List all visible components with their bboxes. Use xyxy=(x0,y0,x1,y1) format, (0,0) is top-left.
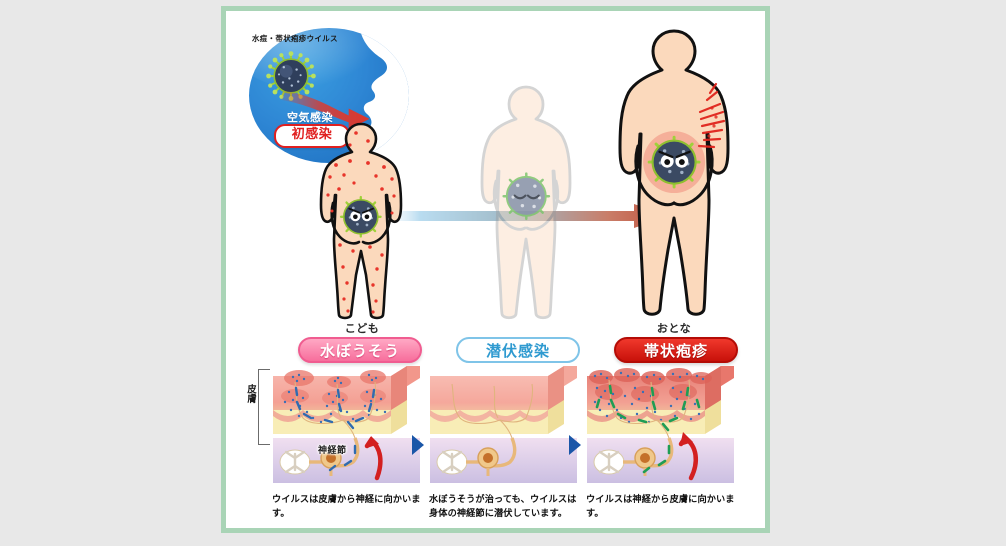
shingles-rash-dots xyxy=(707,106,718,138)
state-badge-latent: 潜伏感染 xyxy=(456,337,580,363)
virus-icon xyxy=(339,195,382,238)
spinal-cord-icon xyxy=(436,449,468,475)
skin-bracket xyxy=(258,369,270,445)
caption-panel-2: 水ぼうそうが治っても、ウイルスは身体の神経節に潜伏しています。 xyxy=(429,494,577,519)
arrow-right-icon xyxy=(281,91,370,130)
adult-name-label: おとな xyxy=(656,322,692,335)
triangle-right-icon-2 xyxy=(569,435,581,455)
state-badge-shingles: 帯状疱疹 xyxy=(614,337,738,363)
person-child xyxy=(319,122,403,320)
caption-panel-3: ウイルスは神経から皮膚に向かいます。 xyxy=(586,494,735,519)
virus-icon xyxy=(502,172,551,221)
person-latent xyxy=(480,85,572,320)
chickenpox-rash xyxy=(326,131,396,314)
virus-dots xyxy=(283,373,387,424)
infographic-canvas: 水痘・帯状疱疹ウイルス 空気感染 初感染 xyxy=(226,11,765,528)
person-adult xyxy=(618,29,730,316)
skin-panel-1 xyxy=(273,366,420,483)
ganglion-icon xyxy=(634,447,656,469)
state-badge-chickenpox: 水ぼうそう xyxy=(298,337,422,363)
virus-icon xyxy=(266,51,316,101)
caption-panel-1: ウイルスは皮膚から神経に向かいます。 xyxy=(272,494,421,519)
ganglion-icon xyxy=(477,447,499,469)
spinal-cord-icon xyxy=(593,449,625,475)
skin-panel-2 xyxy=(430,366,577,483)
virus-segments xyxy=(595,384,701,432)
skin-panel-3 xyxy=(587,366,734,483)
child-name-label: こども xyxy=(344,322,380,335)
spinal-cord-icon xyxy=(279,449,311,475)
infographic-frame: 水痘・帯状疱疹ウイルス 空気感染 初感染 xyxy=(221,6,770,533)
airborne-route-label: 空気感染 xyxy=(287,111,333,124)
ganglion-label: 神経節 xyxy=(318,446,347,456)
globe-icon xyxy=(249,28,409,163)
ganglion-icon xyxy=(320,447,342,469)
triangle-right-icon xyxy=(412,435,424,455)
virus-segments xyxy=(294,386,376,430)
first-infection-badge: 初感染 xyxy=(274,124,350,148)
skin-label: 皮膚 xyxy=(245,384,256,403)
virus-name-label: 水痘・帯状疱疹ウイルス xyxy=(252,34,338,43)
virus-icon xyxy=(643,131,706,194)
shingles-rash xyxy=(697,82,726,149)
